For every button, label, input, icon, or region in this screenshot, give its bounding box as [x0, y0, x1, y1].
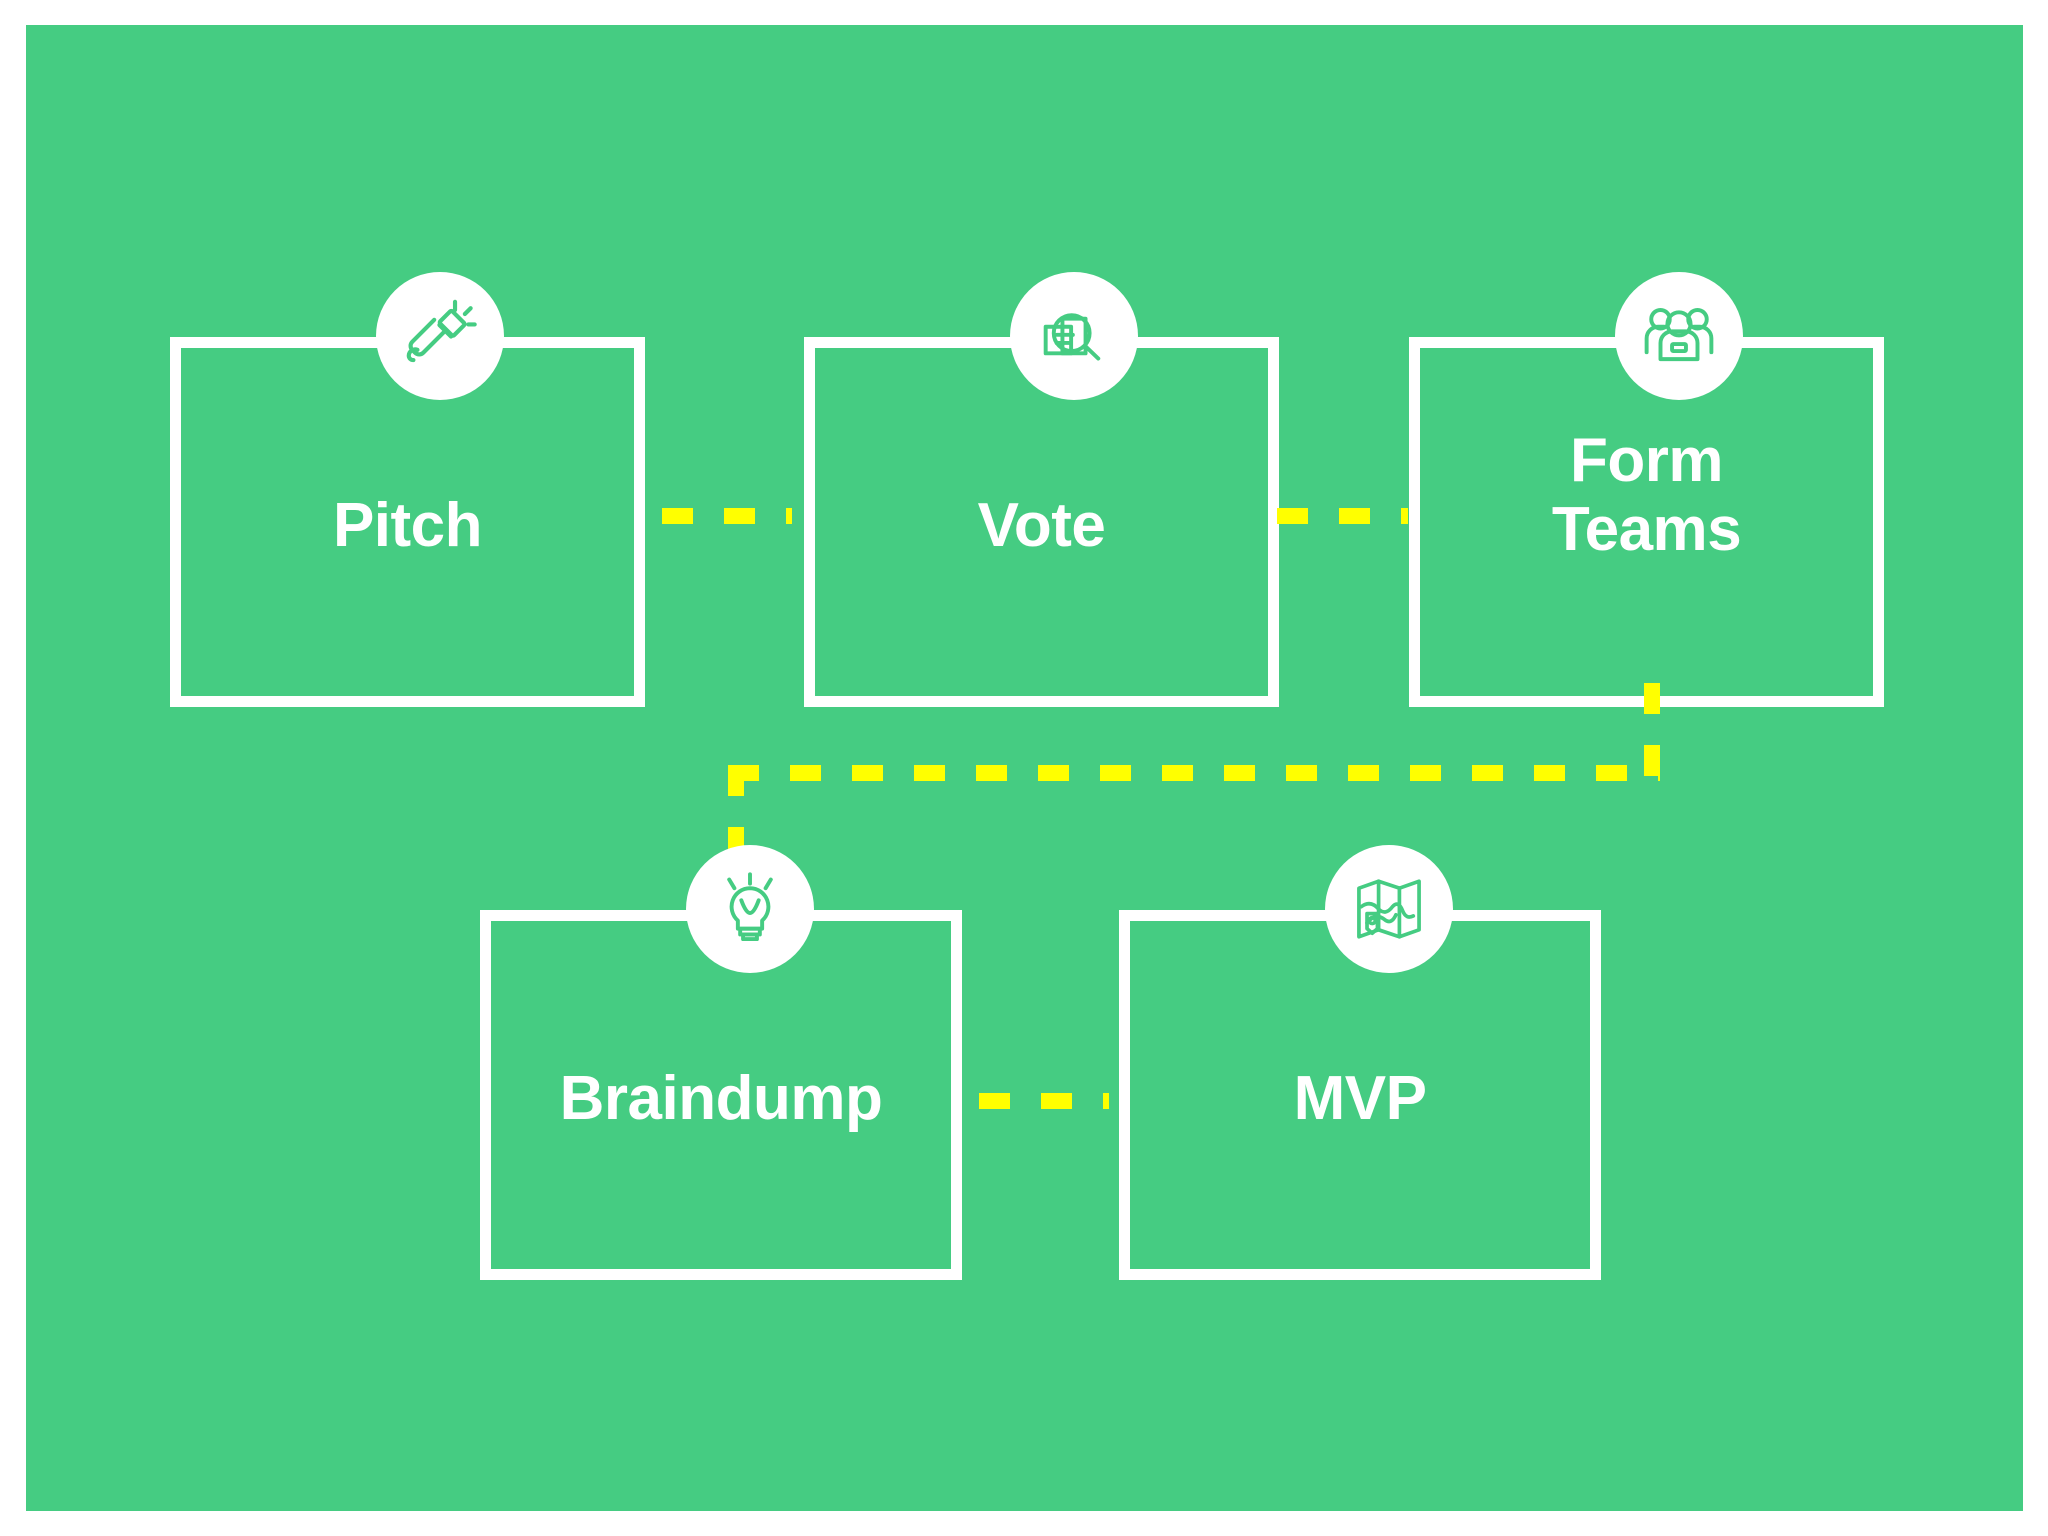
connector-pitch-to-vote	[662, 508, 792, 524]
folded-map-icon	[1352, 872, 1426, 946]
step-label-mvp: MVP	[1293, 1064, 1427, 1133]
icon-badge-pitch[interactable]	[376, 272, 504, 400]
icon-badge-form-teams[interactable]	[1615, 272, 1743, 400]
step-box-vote[interactable]: Vote	[804, 337, 1279, 707]
step-label-braindump: Braindump	[559, 1064, 883, 1133]
step-label-pitch: Pitch	[332, 491, 483, 560]
icon-badge-vote[interactable]	[1010, 272, 1138, 400]
step-box-pitch[interactable]: Pitch	[170, 337, 645, 707]
document-search-icon	[1037, 299, 1111, 373]
flashlight-icon	[403, 299, 477, 373]
icon-badge-braindump[interactable]	[686, 845, 814, 973]
connector-vote-to-form-teams	[1277, 508, 1408, 524]
step-label-vote: Vote	[977, 491, 1106, 560]
connector-braindump-to-mvp	[979, 1093, 1109, 1109]
connector-form-teams-to-braindump-horizontal	[728, 765, 1660, 781]
icon-badge-mvp[interactable]	[1325, 845, 1453, 973]
people-group-icon	[1642, 299, 1716, 373]
step-box-form-teams[interactable]: Form Teams	[1409, 337, 1884, 707]
lightbulb-icon	[713, 872, 787, 946]
step-label-form-teams: Form Teams	[1551, 426, 1742, 565]
diagram-canvas: Pitch	[26, 25, 2023, 1511]
